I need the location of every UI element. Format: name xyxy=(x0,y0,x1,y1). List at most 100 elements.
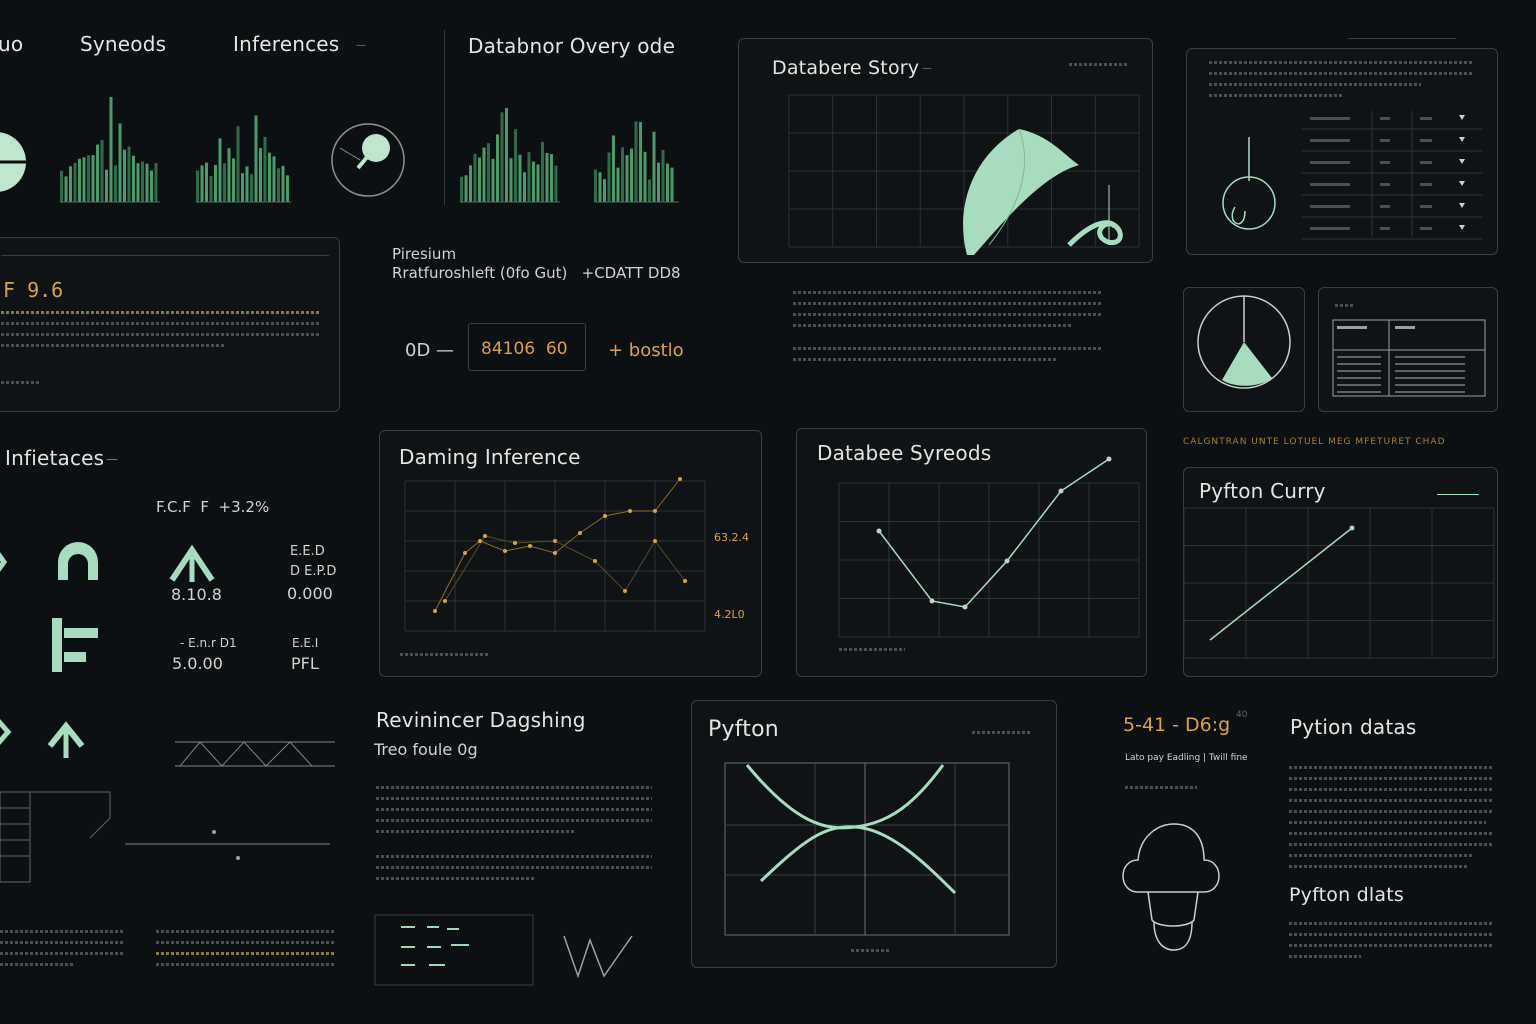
spark-bar xyxy=(666,163,669,202)
spark-bar xyxy=(639,122,642,202)
tab-syneods[interactable]: Syneods xyxy=(80,32,167,56)
premium-subtitle: Rratfuroshleft (0fo Gut) +CDATT DD8 xyxy=(392,264,681,282)
daming-point xyxy=(593,559,597,563)
daming-point xyxy=(433,609,437,613)
pyfton-title: Pyfton xyxy=(708,717,779,742)
premium-value-box[interactable]: 84106 60 xyxy=(468,323,586,371)
spark-bar xyxy=(127,146,131,202)
spark-bar xyxy=(643,151,647,202)
spark-bar xyxy=(523,172,526,202)
spark-bar xyxy=(196,170,199,202)
left-bottom-text-2 xyxy=(156,930,336,974)
daming-inference-chart xyxy=(404,477,706,632)
daming-point xyxy=(503,549,507,553)
doc-cell xyxy=(1380,161,1390,164)
mini-cell xyxy=(1395,384,1465,386)
spark-bar xyxy=(554,165,558,202)
spark-bar xyxy=(205,162,208,202)
document-tab-edge xyxy=(1348,38,1456,39)
spark-bar xyxy=(505,108,508,202)
reviniencer-text xyxy=(376,786,652,888)
spark-bar xyxy=(223,163,226,202)
metric-panel-foot xyxy=(1,381,41,392)
databere-story-meta xyxy=(1069,63,1127,74)
databee-syreods-chart xyxy=(838,456,1140,638)
arrow-up-icon[interactable] xyxy=(168,544,218,584)
mini-cell xyxy=(1395,391,1465,393)
spark-bar xyxy=(500,112,504,202)
spark-bar xyxy=(496,134,499,202)
pyfton-footer xyxy=(851,949,891,960)
doc-cell xyxy=(1380,205,1390,208)
spark-bar xyxy=(105,169,108,202)
spark-bar xyxy=(625,155,629,202)
magnet-icon[interactable] xyxy=(52,540,104,584)
chevron-down-icon[interactable] xyxy=(1459,203,1465,208)
bar-cluster-3 xyxy=(460,108,560,203)
pyfton-chart xyxy=(724,762,1010,936)
spark-bar xyxy=(607,152,611,202)
mini-cell xyxy=(1337,391,1381,393)
spark-bar xyxy=(254,115,258,202)
spark-bar xyxy=(227,148,231,202)
mini-cell xyxy=(1337,356,1381,358)
spark-bar xyxy=(634,121,638,202)
flag-icon[interactable] xyxy=(50,618,102,674)
interfaces-value2: 0.000 xyxy=(287,584,333,603)
daming-point xyxy=(443,599,447,603)
spark-bar xyxy=(527,152,531,202)
spark-bar xyxy=(136,163,140,202)
spark-bar xyxy=(509,158,513,202)
spark-bar xyxy=(259,148,262,202)
interfaces-value3: 5.0.00 xyxy=(172,654,223,673)
spark-bar xyxy=(661,149,665,202)
arrow-up-small-icon[interactable] xyxy=(46,720,90,760)
spark-bar xyxy=(648,179,651,202)
spark-bar xyxy=(598,172,602,202)
arrow-left-partial-icon[interactable] xyxy=(0,548,14,578)
interfaces-value1: 8.10.8 xyxy=(171,585,222,604)
pyfton-curry-panel: Pyfton Curry xyxy=(1183,467,1498,677)
lamp-icon xyxy=(1222,137,1276,230)
reviniencer-title: Revinincer Dagshing xyxy=(376,708,586,732)
doc-cell xyxy=(1310,183,1350,186)
pyfton-dlats-title: Pyfton dlats xyxy=(1289,884,1404,906)
mini-cell xyxy=(1395,370,1465,372)
doc-cell xyxy=(1420,161,1432,164)
spark-bar xyxy=(482,147,486,202)
spark-bar xyxy=(78,158,81,202)
spark-bar xyxy=(286,175,289,202)
doc-cell xyxy=(1310,117,1350,120)
chevron-down-icon[interactable] xyxy=(1459,159,1465,164)
databere-story-notes xyxy=(793,291,1103,369)
spark-bar xyxy=(514,129,517,202)
search-icon[interactable] xyxy=(330,120,410,200)
databee-syreods-title: Databee Syreods xyxy=(817,441,992,465)
spark-bar xyxy=(64,176,68,202)
spark-bar xyxy=(214,165,217,202)
databere-story-title: Databere Story xyxy=(772,57,920,79)
premium-link[interactable]: + bostlo xyxy=(608,340,684,361)
interfaces-title: Infietaces xyxy=(5,446,105,470)
spark-bar xyxy=(478,157,481,202)
daming-value-low: 4.2L0 xyxy=(714,608,745,621)
chevron-down-icon[interactable] xyxy=(1459,181,1465,186)
spark-bar xyxy=(87,155,90,202)
tab-inferences[interactable]: Inferences xyxy=(233,32,340,56)
chevron-down-icon[interactable] xyxy=(1459,137,1465,142)
chevron-right-partial-icon[interactable] xyxy=(0,714,16,754)
spark-bar xyxy=(232,158,235,202)
w-glyph-sketch xyxy=(563,935,633,979)
spark-bar xyxy=(114,165,117,202)
mini-cell xyxy=(1395,356,1465,358)
chevron-down-icon[interactable] xyxy=(1459,225,1465,230)
chevron-down-icon[interactable] xyxy=(1459,115,1465,120)
databere-story-suffix: — xyxy=(922,63,932,74)
interfaces-label2: E.E.D D E.P.D xyxy=(290,544,337,579)
spark-bar xyxy=(73,162,77,202)
bar-cluster-1 xyxy=(60,96,160,203)
spark-bar xyxy=(491,158,495,202)
tab-partial[interactable]: uo xyxy=(0,32,24,56)
daming-point xyxy=(623,589,627,593)
mini-cell xyxy=(1395,363,1465,365)
